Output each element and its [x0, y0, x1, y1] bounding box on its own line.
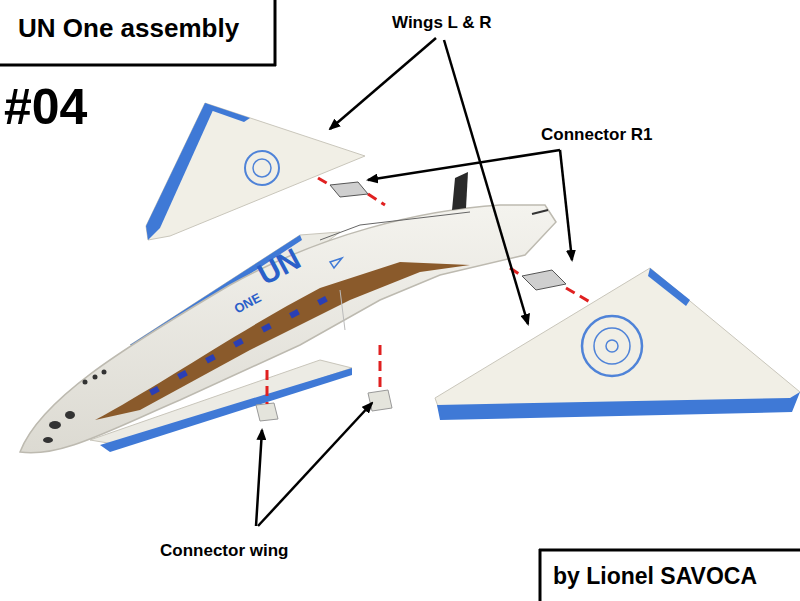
- wing-right: [435, 268, 800, 420]
- credit-frame: [539, 549, 800, 601]
- part-label: Connector wing: [160, 542, 288, 561]
- author-credit: by Lionel SAVOCA: [553, 564, 757, 589]
- title-text: UN One assembly: [18, 14, 239, 43]
- part-label: Connector R1: [541, 126, 652, 145]
- title-frame: [0, 0, 276, 66]
- part-label: Wings L & R: [392, 14, 492, 33]
- connector-parts: [256, 182, 566, 421]
- fuselage: [20, 172, 556, 453]
- step-number: #04: [4, 80, 87, 135]
- alignment-guides: [267, 178, 590, 404]
- wing-left: [146, 103, 365, 240]
- leader-arrows: [256, 38, 572, 526]
